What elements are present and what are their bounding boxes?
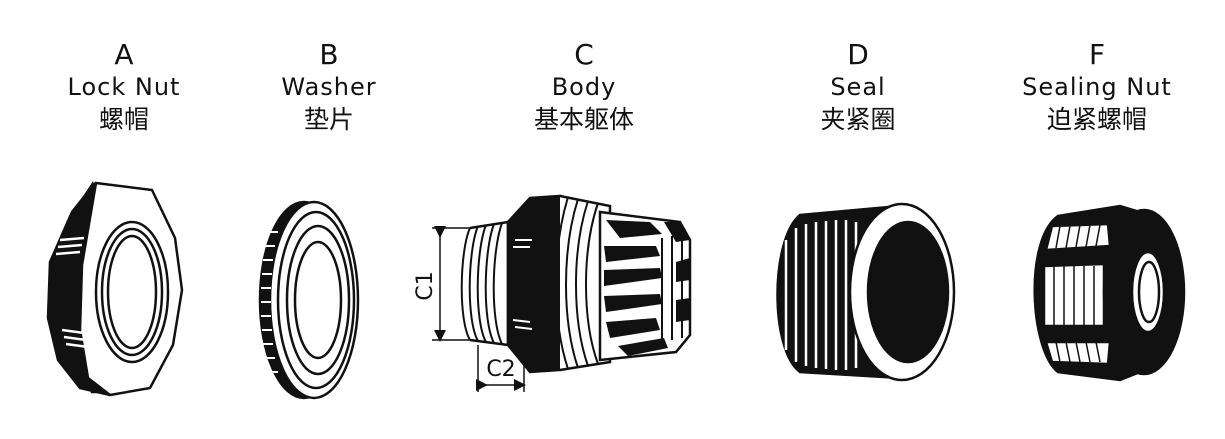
part-a-name-cn: 螺帽 bbox=[98, 105, 149, 134]
washer-drawing bbox=[258, 200, 360, 400]
part-c-label: C Body 基本躯体 bbox=[484, 38, 684, 136]
part-b-label: B Washer 垫片 bbox=[229, 38, 429, 136]
part-b-name-cn: 垫片 bbox=[303, 105, 354, 134]
seal-drawing bbox=[776, 202, 956, 382]
part-f-label: F Sealing Nut 迫紧螺帽 bbox=[997, 38, 1197, 136]
sealing-nut-drawing bbox=[1033, 204, 1186, 382]
part-a-name-en: Lock Nut bbox=[67, 73, 181, 101]
part-b-name-en: Washer bbox=[281, 73, 377, 101]
dimension-c1-label: C1 bbox=[413, 271, 438, 300]
dimension-c2-label: C2 bbox=[486, 357, 515, 382]
part-a-letter: A bbox=[114, 38, 134, 71]
part-d-letter: D bbox=[847, 38, 869, 71]
part-d-label: D Seal 夹紧圈 bbox=[758, 38, 958, 136]
lock-nut-drawing bbox=[46, 180, 184, 397]
part-f-name-en: Sealing Nut bbox=[1022, 73, 1172, 101]
part-b-letter: B bbox=[319, 38, 339, 71]
part-f-letter: F bbox=[1088, 38, 1106, 71]
body-drawing bbox=[432, 194, 692, 392]
part-a-label: A Lock Nut 螺帽 bbox=[24, 38, 224, 136]
part-c-name-en: Body bbox=[551, 73, 617, 101]
part-d-name-en: Seal bbox=[830, 73, 886, 101]
part-c-name-cn: 基本躯体 bbox=[533, 105, 634, 134]
part-f-name-cn: 迫紧螺帽 bbox=[1046, 105, 1147, 134]
part-c-letter: C bbox=[574, 38, 594, 71]
part-d-name-cn: 夹紧圈 bbox=[820, 105, 896, 134]
